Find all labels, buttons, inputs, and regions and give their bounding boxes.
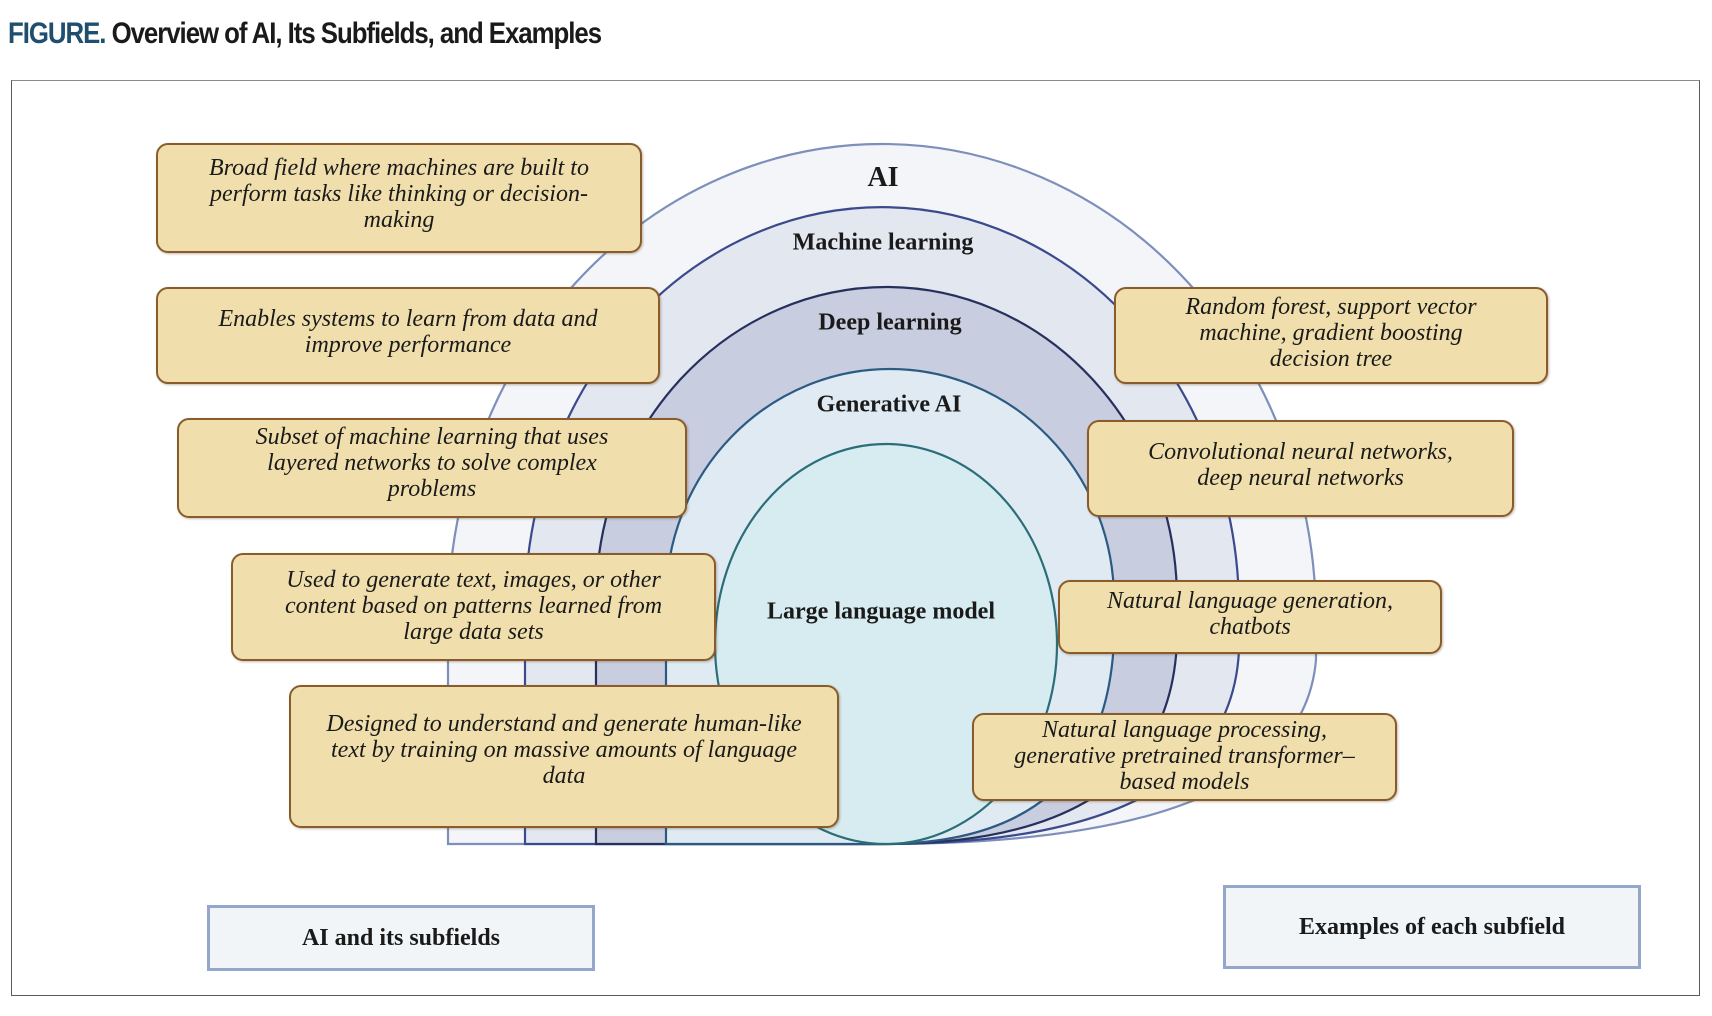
ring-label-large-language-model: Large language model xyxy=(767,598,995,625)
definition-note-ai: Broad field where machines are built to … xyxy=(156,143,642,253)
example-note-generative-ai: Natural language generation, chatbots xyxy=(1058,580,1442,654)
example-text: Convolutional neural networks, deep neur… xyxy=(1148,439,1453,491)
example-text: Random forest, support vector machine, g… xyxy=(1185,294,1477,372)
example-text: Natural language generation, chatbots xyxy=(1107,588,1393,640)
example-note-deep-learning: Convolutional neural networks, deep neur… xyxy=(1087,420,1514,517)
ring-label-generative-ai: Generative AI xyxy=(816,391,962,418)
definition-text: Enables systems to learn from data and i… xyxy=(218,306,598,358)
definition-note-generative-ai: Used to generate text, images, or other … xyxy=(231,553,716,661)
figure-label: FIGURE. xyxy=(8,17,106,50)
definition-note-large-language-model: Designed to understand and generate huma… xyxy=(289,685,839,828)
definition-text: Used to generate text, images, or other … xyxy=(284,567,663,645)
ring-label-deep-learning: Deep learning xyxy=(818,309,962,336)
legend-subfields: AI and its subfields xyxy=(207,905,595,971)
example-text: Natural language processing, generative … xyxy=(1014,717,1355,795)
definition-text: Designed to understand and generate huma… xyxy=(326,711,802,789)
legend-examples-label: Examples of each subfield xyxy=(1298,913,1565,940)
definition-text: Subset of machine learning that uses lay… xyxy=(255,424,609,502)
definition-text: Broad field where machines are built to … xyxy=(209,155,589,233)
legend-subfields-label: AI and its subfields xyxy=(301,924,501,951)
figure-title: FIGURE. Overview of AI, Its Subfields, a… xyxy=(8,12,603,56)
definition-note-machine-learning: Enables systems to learn from data and i… xyxy=(156,287,660,384)
figure-caption: Overview of AI, Its Subfields, and Examp… xyxy=(111,17,603,50)
definition-note-deep-learning: Subset of machine learning that uses lay… xyxy=(177,418,687,518)
ring-label-machine-learning: Machine learning xyxy=(792,229,974,256)
example-note-machine-learning: Random forest, support vector machine, g… xyxy=(1114,287,1548,384)
legend-examples: Examples of each subfield xyxy=(1223,885,1641,969)
example-note-large-language-model: Natural language processing, generative … xyxy=(972,713,1397,801)
ring-label-ai: AI xyxy=(867,162,899,193)
